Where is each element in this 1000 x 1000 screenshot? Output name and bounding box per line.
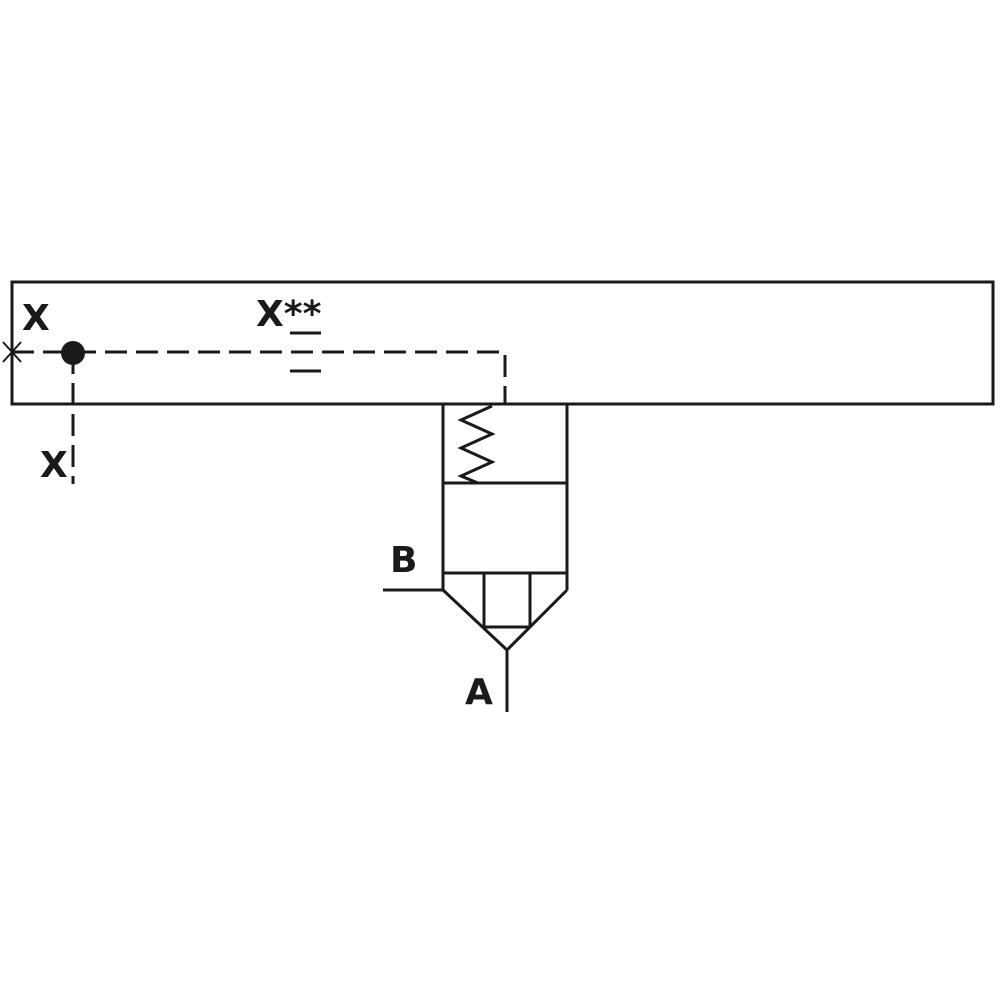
pilot-port-top-label: X <box>22 298 50 339</box>
orifice-restrictor-icon <box>290 331 321 373</box>
poppet-seat <box>441 573 569 653</box>
restrictor-note-label: X** <box>256 294 322 335</box>
plugged-port-x-icon <box>2 341 22 363</box>
pilot-line <box>12 350 507 404</box>
port-a-label: A <box>465 672 493 713</box>
port-b-label: B <box>390 540 417 581</box>
junction-dot <box>61 341 85 365</box>
cartridge-valve <box>441 404 569 590</box>
manifold-block <box>10 280 995 406</box>
pilot-port-bottom-label: X <box>40 445 68 486</box>
spring-icon <box>457 404 496 485</box>
